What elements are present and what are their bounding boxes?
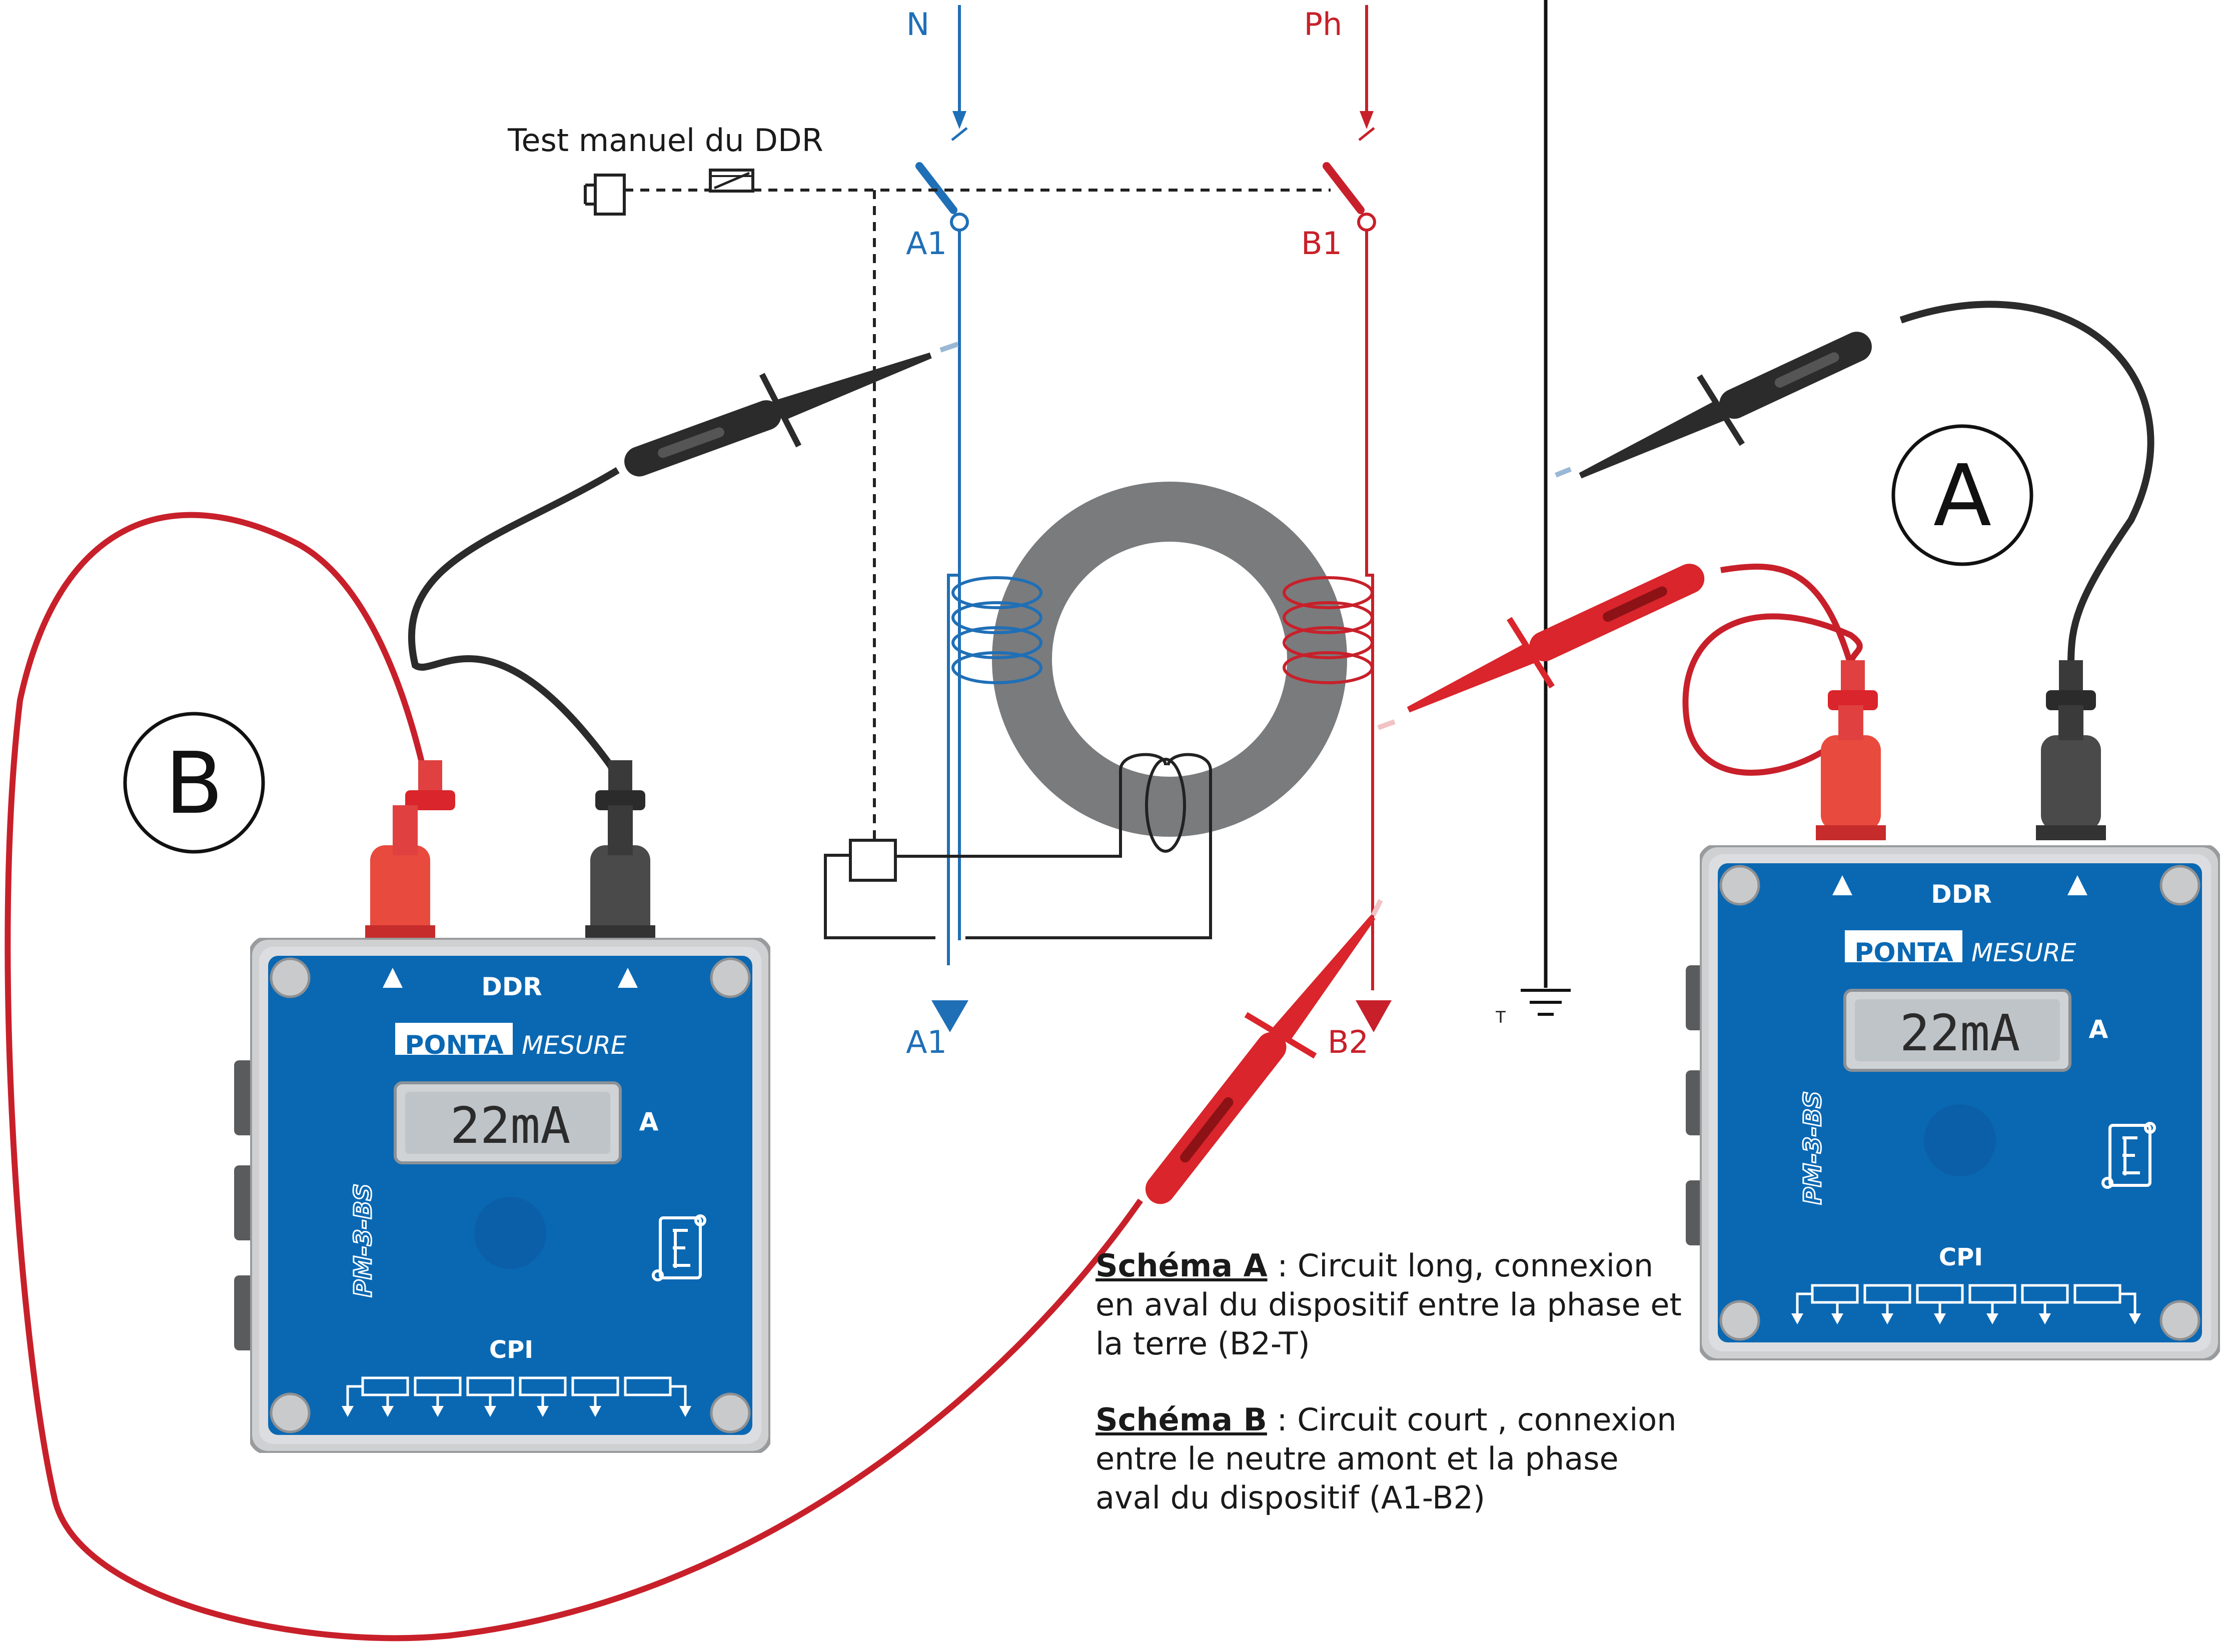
- probe-plug-red-b: [365, 760, 455, 940]
- caption-b-line-3: aval du dispositif (A1-B2): [1095, 1479, 1486, 1516]
- device-b-cpi-label: CPI: [489, 1336, 533, 1364]
- probe-plug-black-b: [585, 760, 655, 940]
- device-b: DDR PONTA MESURE 22mA A PM-3-BS CPI: [234, 938, 770, 1453]
- badge-b-letter: B: [165, 734, 224, 833]
- scheme-badges: B A: [123, 424, 2033, 854]
- probe-plug-red-a: [1816, 660, 1886, 840]
- caption-b-separator: :: [1267, 1401, 1298, 1438]
- label-earth: T: [1495, 1008, 1506, 1027]
- device-a-brand-mesure: MESURE: [1971, 938, 2076, 967]
- device-b-unit-label: A: [639, 1107, 659, 1136]
- caption-a-title: Schéma A: [1095, 1247, 1268, 1284]
- caption-scheme-b: Schéma B : Circuit court , connexion ent…: [1095, 1400, 1677, 1517]
- caption-scheme-a: Schéma A : Circuit long, connexion en av…: [1095, 1246, 1682, 1363]
- caption-b-line-1: Schéma B : Circuit court , connexion: [1095, 1400, 1677, 1439]
- device-b-ddr-label: DDR: [481, 972, 542, 1001]
- caption-a-line-3: la terre (B2-T): [1095, 1325, 1310, 1362]
- caption-a-line-2: en aval du dispositif entre la phase et: [1095, 1286, 1682, 1323]
- device-a: DDR PONTA MESURE 22mA A PM-3-BS CPI: [1686, 845, 2220, 1360]
- label-a1-top: A1: [906, 225, 947, 262]
- label-test-manuel: Test manuel du DDR: [507, 122, 823, 159]
- diagram-labels: N Ph Test manuel du DDR A1 B1 A1 B2 T: [507, 6, 1506, 1060]
- label-neutral: N: [906, 6, 929, 43]
- device-a-ddr-label: DDR: [1931, 880, 1992, 909]
- caption-a-separator: :: [1267, 1247, 1298, 1284]
- device-b-display-value: 22mA: [450, 1096, 571, 1155]
- label-phase: Ph: [1304, 6, 1343, 43]
- device-a-cpi-label: CPI: [1939, 1243, 1983, 1271]
- probe-plug-black-a: [2036, 660, 2106, 840]
- badge-b-circle: [123, 712, 265, 854]
- caption-b-title: Schéma B: [1095, 1401, 1267, 1438]
- caption-b-text-1: Circuit court , connexion: [1297, 1401, 1677, 1438]
- label-b2-bottom: B2: [1328, 1024, 1369, 1060]
- device-a-display-value: 22mA: [1900, 1004, 2020, 1062]
- device-b-brand-mesure: MESURE: [522, 1031, 627, 1060]
- caption-a-line-1: Schéma A : Circuit long, connexion: [1095, 1246, 1682, 1285]
- device-a-test-button[interactable]: [1924, 1104, 1996, 1176]
- device-b-model-label: PM-3-BS: [349, 1183, 377, 1297]
- caption-a-text-1: Circuit long, connexion: [1297, 1247, 1654, 1284]
- wiring: [584, 0, 1571, 1032]
- device-a-brand-ponta: PONTA: [1854, 938, 1953, 968]
- badge-a-circle: [1891, 424, 2033, 566]
- device-b-brand-ponta: PONTA: [405, 1030, 504, 1060]
- device-a-model-label: PM-3-BS: [1799, 1091, 1827, 1204]
- badge-a-letter: A: [1933, 447, 1991, 546]
- device-a-unit-label: A: [2089, 1015, 2108, 1044]
- device-b-test-button[interactable]: [474, 1197, 546, 1269]
- label-b1-top: B1: [1301, 225, 1342, 262]
- label-a1-bottom: A1: [906, 1024, 947, 1060]
- caption-b-line-2: entre le neutre amont et la phase: [1095, 1440, 1619, 1477]
- test-leads: [5, 301, 2154, 1641]
